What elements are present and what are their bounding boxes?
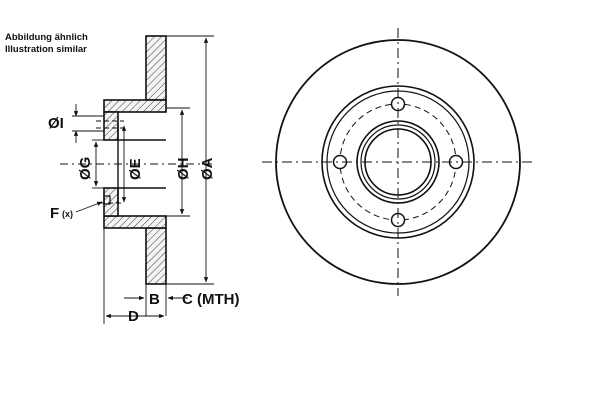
hub-flange-bottom xyxy=(103,187,119,217)
dim-F: F (x) xyxy=(50,201,103,222)
hub-mid xyxy=(360,124,436,200)
disc-rim-bottom xyxy=(145,227,167,285)
dim-B-label: B xyxy=(149,291,160,308)
disc-section-view xyxy=(60,35,215,285)
dim-F-suffix: (x) xyxy=(62,209,73,219)
dim-G-label: ØG xyxy=(77,157,94,180)
dim-A-label: ØA xyxy=(199,157,216,180)
dim-E: ØE xyxy=(121,125,144,203)
dim-A: ØA xyxy=(166,35,216,285)
dim-C-label: C (MTH) xyxy=(182,291,239,308)
hat-wall-top xyxy=(103,99,167,113)
hat-wall-bottom xyxy=(103,215,167,229)
disc-front-view xyxy=(262,28,534,296)
dim-I: ØI xyxy=(48,104,104,143)
dim-B-C-D: B C (MTH) D xyxy=(103,228,239,325)
hub-flange-top xyxy=(103,111,119,141)
illustration-note-en: Illustration similar xyxy=(5,44,87,55)
dim-E-label: ØE xyxy=(127,158,144,180)
dim-I-label: ØI xyxy=(48,115,64,132)
dim-H: ØH xyxy=(166,107,192,217)
disc-rim-top xyxy=(145,35,167,101)
dim-F-label: F xyxy=(50,205,59,222)
dim-H-label: ØH xyxy=(175,158,192,181)
illustration-note-de: Abbildung ähnlich xyxy=(5,32,88,43)
dim-D-label: D xyxy=(128,308,139,325)
dim-G: ØG xyxy=(77,139,104,189)
